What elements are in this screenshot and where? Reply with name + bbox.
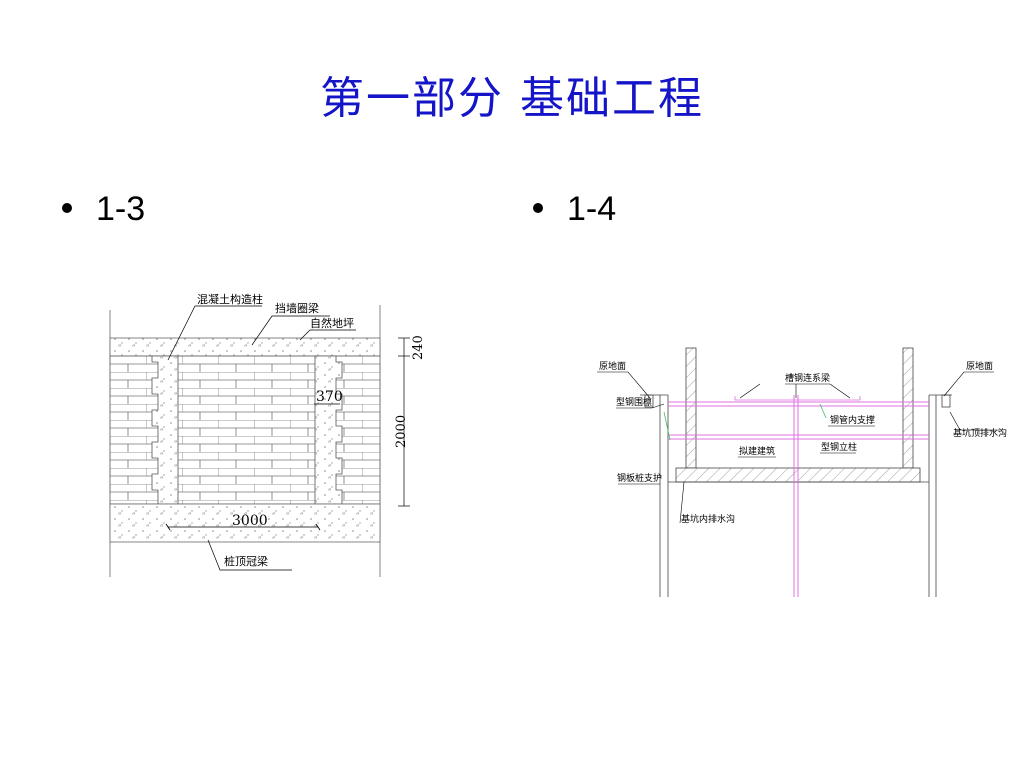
- leader-line: [943, 371, 994, 397]
- label-ring-beam: 挡墙圈梁: [275, 301, 319, 315]
- label-pipe-brace: 钢管内支撑: [830, 414, 875, 426]
- concrete-column-right: [314, 355, 343, 505]
- top-drain-right: [941, 394, 951, 408]
- figure-1-3-retaining-wall: 混凝土构造柱 挡墙圈梁 自然地坪 桩顶冠梁 370 3000 240 2000: [109, 292, 426, 577]
- leader-line: [679, 481, 685, 524]
- bullet-label: 1-4: [567, 190, 617, 228]
- label-ground-slab: 自然地坪: [310, 316, 354, 330]
- dimension-240: 240: [411, 335, 426, 360]
- figure-1-4-foundation-pit: 原地面 原地面 槽钢连系梁 型钢围檩 钢管内支撑 基坑顶排水沟 型钢立柱 拟建建…: [597, 347, 1007, 597]
- bullet-dot: [533, 203, 543, 214]
- leader-line: [597, 371, 651, 399]
- pile-cap-beam-band: [109, 503, 381, 543]
- leader-line: [207, 539, 292, 571]
- bullet-item-1-3: 1-3: [62, 190, 145, 229]
- label-waler: 型钢围檩: [616, 396, 652, 408]
- dimension-tick: [165, 523, 171, 531]
- dimension-tick: [315, 523, 321, 531]
- leader-line: [299, 329, 356, 341]
- bullet-label: 1-3: [96, 190, 146, 228]
- bullet-item-1-4: 1-4: [533, 190, 616, 229]
- dimension-3000: 3000: [232, 513, 268, 529]
- building-wall-right: [902, 347, 914, 469]
- leader-line: [167, 305, 262, 361]
- label-ground-left: 原地面: [599, 360, 626, 372]
- leader-line: [616, 403, 665, 409]
- bullet-dot: [62, 203, 72, 214]
- leader-line: [829, 383, 851, 399]
- slide-title: 第一部分 基础工程: [320, 73, 704, 124]
- green-marker: [819, 403, 827, 419]
- label-pile-cap-beam: 桩顶冠梁: [224, 554, 268, 568]
- green-marker: [663, 411, 671, 441]
- building-wall-left: [685, 347, 697, 469]
- label-sheet-pile: 钢板桩支护: [617, 472, 662, 484]
- dimension-370: 370: [316, 389, 343, 405]
- label-channel-beam: 槽钢连系梁: [785, 372, 830, 384]
- concrete-column-left: [151, 355, 179, 505]
- leader-line: [251, 315, 330, 346]
- label-ground-right: 原地面: [966, 360, 993, 372]
- label-top-drain: 基坑顶排水沟: [953, 427, 1007, 439]
- label-concrete-column: 混凝土构造柱: [197, 292, 263, 306]
- leader-line: [739, 383, 761, 399]
- channel-beam-marker: [734, 396, 861, 401]
- leader-line: [949, 411, 1002, 431]
- ring-beam-band: [109, 337, 381, 357]
- top-drain-left: [644, 394, 654, 408]
- label-inner-drain: 基坑内排水沟: [681, 513, 735, 525]
- label-planned-building: 拟建建筑: [739, 445, 775, 457]
- label-steel-column: 型钢立柱: [821, 441, 857, 453]
- dimension-2000: 2000: [394, 415, 409, 448]
